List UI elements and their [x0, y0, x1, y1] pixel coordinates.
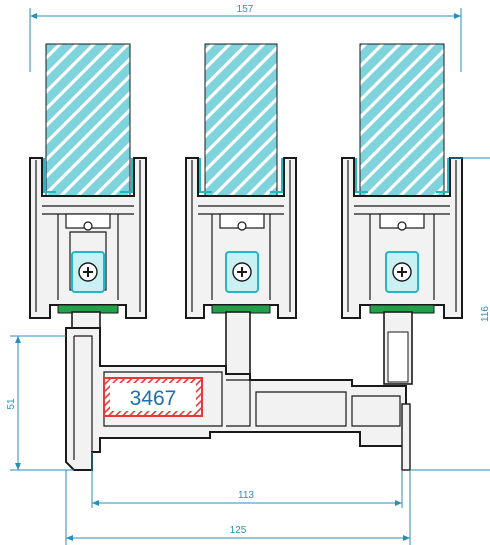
left-dimension [10, 335, 74, 471]
outer-dimension-label: 125 [230, 525, 247, 536]
right-dimension-label: 116 [480, 306, 490, 322]
right-dimension [410, 157, 490, 471]
sash-middle [185, 43, 297, 319]
sash-frame-middle [185, 157, 297, 319]
base-frame-profile: 3467 [65, 311, 413, 471]
glass-pane-middle [204, 43, 278, 197]
sash-left [29, 43, 147, 319]
left-dimension-label: 51 [6, 398, 17, 410]
glass-pane-left [45, 43, 131, 197]
sash-frame-left [29, 157, 147, 319]
inner-bottom-dimension [91, 452, 403, 508]
sash-frame-right [341, 157, 463, 319]
top-dimension-label: 157 [237, 4, 254, 15]
outer-bottom-dimension [65, 470, 411, 545]
top-dimension [29, 8, 462, 72]
glass-pane-right [359, 43, 445, 197]
sash-right [341, 43, 463, 319]
profile-code-label: 3467 [130, 387, 177, 410]
inner-dimension-label: 113 [238, 490, 254, 501]
